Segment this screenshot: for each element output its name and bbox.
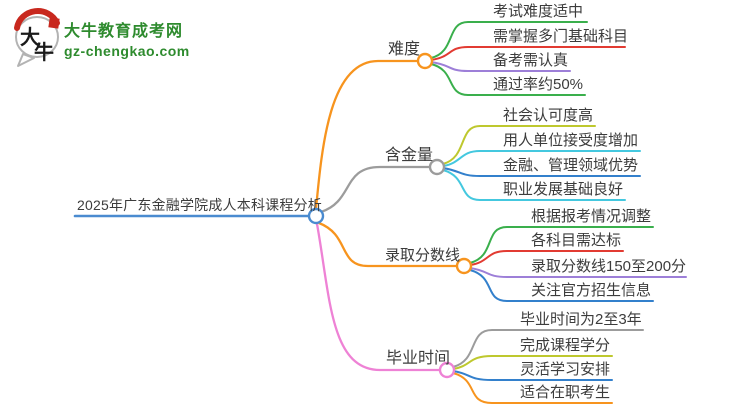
branch-line-value xyxy=(319,165,432,214)
leaf-label-score-2: 各科目需达标 xyxy=(531,232,622,249)
leaf-label-score-3: 录取分数线150至200分 xyxy=(531,258,687,275)
leaf-label-graduation-4: 适合在职考生 xyxy=(520,384,611,401)
leaf-line-graduation-3 xyxy=(452,370,613,381)
leaf-label-value-3: 金融、管理领域优势 xyxy=(503,157,639,174)
leaf-line-score-3 xyxy=(469,267,687,278)
difficulty-node-circle xyxy=(416,52,434,70)
leaf-line-difficulty-4 xyxy=(430,63,586,96)
leaf-line-score-1 xyxy=(469,226,654,264)
logo-speech-bubble xyxy=(15,16,59,58)
leaf-line-value-3 xyxy=(442,167,641,177)
leaf-label-value-2: 用人单位接受度增加 xyxy=(503,132,639,149)
branch-label-score: 录取分数线 xyxy=(385,247,461,264)
logo-brand-char-1: 大 xyxy=(20,26,40,49)
leaf-line-score-4 xyxy=(469,269,654,302)
central-node-circle xyxy=(307,207,325,225)
leaf-label-difficulty-2: 需掌握多门基础科目 xyxy=(493,28,629,45)
logo-brand-char-2: 牛 xyxy=(34,40,54,64)
logo-red-hat-arc-icon xyxy=(14,8,60,31)
leaf-line-graduation-4 xyxy=(452,372,613,404)
branch-label-difficulty: 难度 xyxy=(388,41,421,58)
logo-title: 大牛教育成考网 xyxy=(64,21,183,40)
logo-bubble-tail xyxy=(17,53,35,67)
leaf-label-graduation-1: 毕业时间为2至3年 xyxy=(520,311,642,328)
leaf-label-difficulty-3: 备考需认真 xyxy=(493,52,569,69)
leaf-line-graduation-2 xyxy=(452,355,613,370)
leaf-line-value-4 xyxy=(442,169,626,201)
leaf-label-difficulty-1: 考试难度适中 xyxy=(493,3,584,20)
score-node-circle xyxy=(455,257,473,275)
leaf-line-graduation-1 xyxy=(452,329,644,368)
central-topic-label: 2025年广东金融学院成人本科课程分析 xyxy=(77,197,322,213)
branch-line-graduation xyxy=(315,222,442,372)
logo-url: gz-chengkao.com xyxy=(64,43,190,59)
logo-graphic: 大 牛 大牛教育成考网 gz-chengkao.com xyxy=(14,8,190,67)
leaf-label-score-4: 关注官方招生信息 xyxy=(531,282,652,299)
logo-link[interactable]: 大 牛 大牛教育成考网 gz-chengkao.com xyxy=(8,6,218,70)
leaf-label-graduation-3: 灵活学习安排 xyxy=(520,361,611,378)
leaf-line-difficulty-1 xyxy=(430,21,588,59)
leaf-label-graduation-2: 完成课程学分 xyxy=(520,337,611,354)
leaf-line-difficulty-2 xyxy=(430,46,626,61)
leaf-label-value-1: 社会认可度高 xyxy=(503,107,594,124)
graduation-node-circle xyxy=(438,361,456,379)
leaf-label-score-1: 根据报考情况调整 xyxy=(531,208,652,225)
leaf-line-score-2 xyxy=(469,250,624,266)
leaf-label-value-4: 职业发展基础良好 xyxy=(503,181,624,198)
branch-label-graduation: 毕业时间 xyxy=(386,350,451,367)
leaf-line-value-1 xyxy=(442,125,596,165)
leaf-line-difficulty-3 xyxy=(430,61,571,72)
leaf-label-difficulty-4: 通过率约50% xyxy=(493,76,584,93)
branch-label-value: 含金量 xyxy=(385,147,434,164)
value-node-circle xyxy=(428,158,446,176)
branch-line-score xyxy=(317,221,459,268)
branch-line-difficulty xyxy=(314,59,420,211)
leaf-line-value-2 xyxy=(442,150,641,167)
logo-red-seal-icon xyxy=(48,17,60,29)
